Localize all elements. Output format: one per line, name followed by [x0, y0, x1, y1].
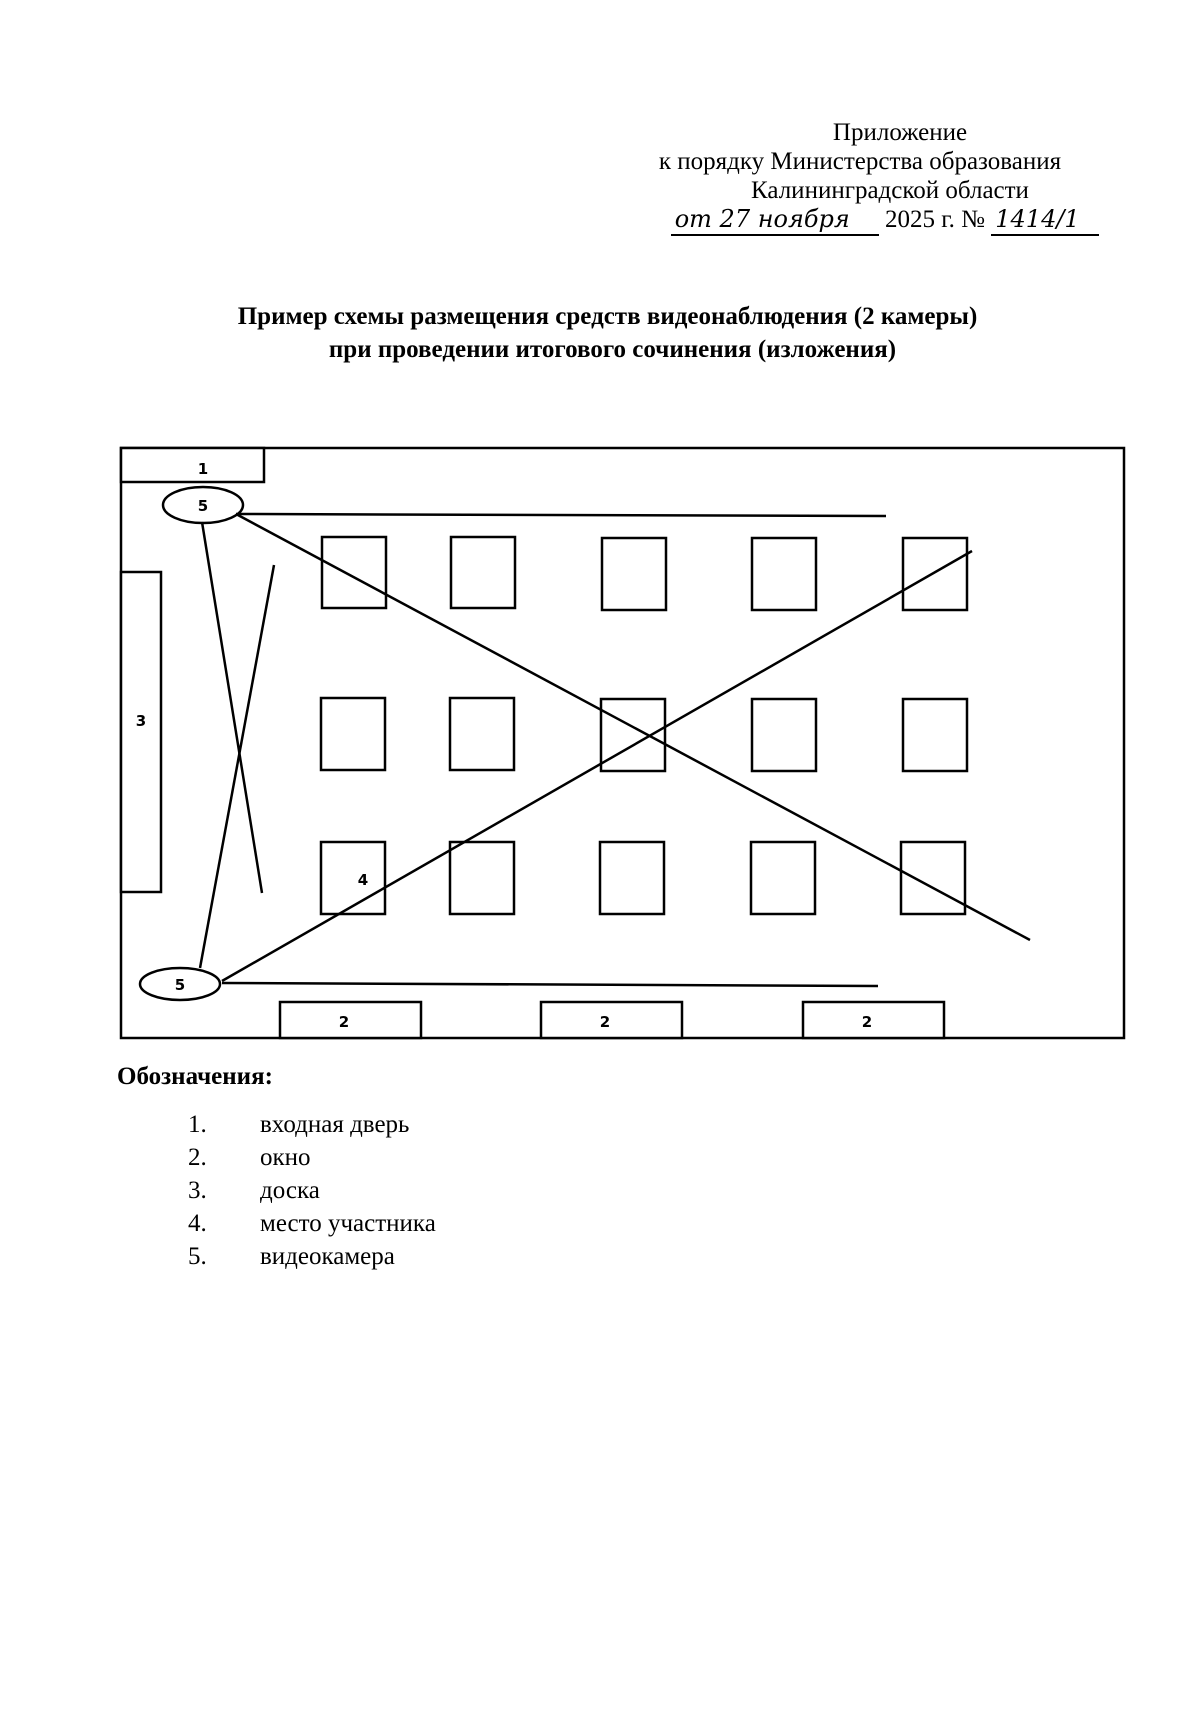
appendix-line-3: Калининградской области: [751, 177, 1029, 204]
camera-bottom: [138, 966, 222, 1002]
appendix-line-2: к порядку Министерства образования: [658, 148, 1062, 175]
camera-top-label: 5: [198, 497, 208, 515]
legend-item: 4.место участника: [188, 1210, 436, 1237]
board-label: 3: [136, 712, 146, 730]
title-line-2: при проведении итогового сочинения (изло…: [328, 336, 897, 363]
seat-label: 4: [358, 871, 368, 889]
handwritten-number: 1414/1: [991, 205, 1100, 236]
window-1: [278, 1000, 423, 1040]
participant-seat: [319, 840, 387, 916]
desk-row-3: [319, 840, 967, 916]
door: [119, 446, 266, 484]
legend-list: 1.входная дверь 2.окно 3.доска 4.место у…: [188, 1108, 436, 1273]
document-title: Пример схемы размещения средств видеонаб…: [0, 300, 1200, 366]
appendix-header: Приложение к порядку Министерства образо…: [600, 118, 1120, 236]
year-label: 2025 г. №: [884, 206, 986, 233]
legend-item: 2.окно: [188, 1144, 311, 1171]
legend-item: 5.видеокамера: [188, 1243, 395, 1270]
handwritten-date: от 27 ноября: [670, 205, 879, 236]
appendix-date-line: от 27 ноября 2025 г. № 1414/1: [600, 205, 1120, 236]
camera-bottom-label: 5: [175, 976, 185, 994]
window-label-2: 2: [600, 1013, 610, 1031]
desk-row-1: [320, 535, 969, 612]
window-label-3: 2: [862, 1013, 872, 1031]
appendix-label: Приложение: [832, 119, 968, 146]
door-label: 1: [198, 460, 208, 478]
legend-item: 1.входная дверь: [188, 1111, 410, 1138]
camera-view-lines: [198, 512, 1031, 988]
legend-title: Обозначения:: [117, 1063, 273, 1090]
desk-row-2: [319, 696, 969, 773]
title-line-1: Пример схемы размещения средств видеонаб…: [237, 303, 978, 330]
window-3: [801, 1000, 946, 1040]
legend-item: 3.доска: [188, 1177, 320, 1204]
board: [119, 570, 163, 894]
window-label-1: 2: [339, 1013, 349, 1031]
room-outline: [119, 446, 1126, 1040]
window-2: [539, 1000, 684, 1040]
